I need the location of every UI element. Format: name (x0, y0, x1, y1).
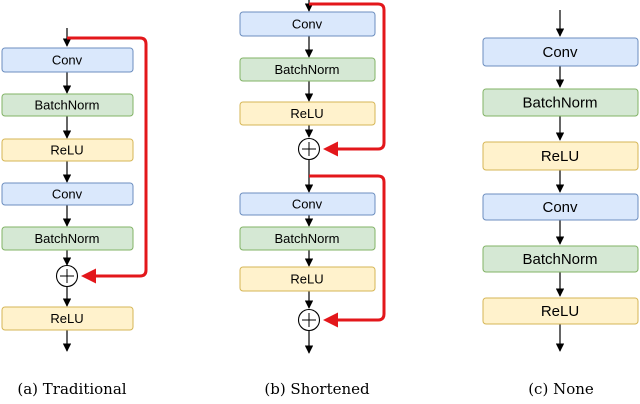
caption-traditional: (a) Traditional (17, 380, 126, 398)
layer-label: BatchNorm (522, 95, 597, 112)
caption-shortened: (b) Shortened (264, 380, 370, 398)
caption-none: (c) None (528, 380, 594, 398)
layer-label: ReLU (50, 143, 83, 158)
layer-label: ReLU (541, 148, 579, 165)
layer-label: Conv (292, 17, 323, 32)
panel-none: Conv BatchNorm ReLU Conv BatchNorm ReLU … (482, 10, 639, 398)
layer-label: Conv (52, 187, 83, 202)
layer-label: Conv (52, 53, 83, 68)
layer-label: BatchNorm (274, 62, 339, 77)
layer-label: BatchNorm (34, 231, 99, 246)
layer-relu: ReLU (482, 297, 639, 325)
layer-relu: ReLU (1, 138, 134, 162)
panel-shortened: Conv BatchNorm ReLU Conv BatchNorm ReLU (239, 0, 386, 398)
layer-batchnorm: BatchNorm (482, 88, 639, 117)
skip-connection-arrow (309, 2, 386, 157)
layer-label: Conv (292, 197, 323, 212)
skip-connection-arrow (67, 36, 148, 284)
layer-label: ReLU (50, 311, 83, 326)
layer-relu: ReLU (239, 266, 376, 292)
layer-relu: ReLU (239, 101, 376, 126)
layer-label: Conv (542, 44, 578, 61)
layer-label: BatchNorm (34, 98, 99, 113)
layer-label: BatchNorm (274, 231, 339, 246)
layer-relu: ReLU (482, 141, 639, 171)
layer-label: BatchNorm (522, 251, 597, 268)
layer-batchnorm: BatchNorm (482, 245, 639, 273)
layer-conv: Conv (239, 192, 376, 216)
layer-batchnorm: BatchNorm (1, 93, 134, 117)
layer-conv: Conv (482, 193, 639, 221)
layer-label: Conv (542, 199, 578, 216)
panel-traditional: Conv BatchNorm ReLU Conv BatchNorm ReLU (1, 28, 148, 398)
layer-batchnorm: BatchNorm (1, 226, 134, 251)
skip-connection-arrow (309, 174, 386, 328)
layer-label: ReLU (290, 272, 323, 287)
layer-conv: Conv (1, 182, 134, 206)
add-node (297, 308, 321, 332)
layer-conv: Conv (1, 47, 134, 73)
layer-relu: ReLU (1, 306, 134, 331)
layer-conv: Conv (482, 37, 639, 67)
layer-conv: Conv (239, 11, 376, 37)
layer-label: ReLU (541, 303, 579, 320)
layer-batchnorm: BatchNorm (239, 57, 376, 82)
layer-batchnorm: BatchNorm (239, 226, 376, 251)
layer-label: ReLU (290, 106, 323, 121)
add-node (55, 264, 79, 288)
add-node (297, 137, 321, 161)
